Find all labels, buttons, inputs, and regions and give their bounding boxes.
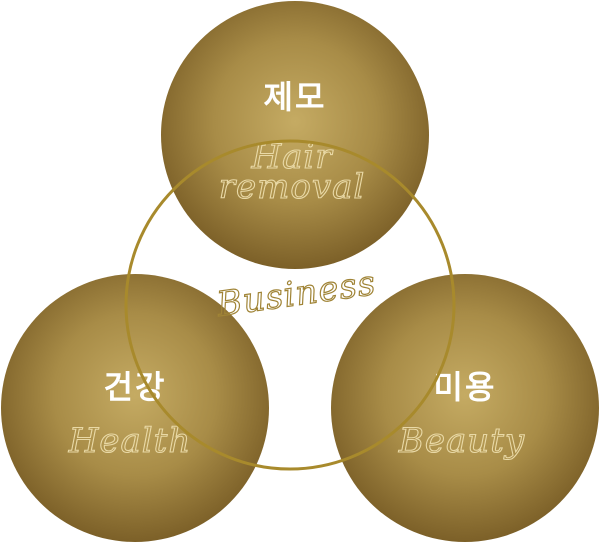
health-circle (1, 274, 269, 542)
hair-removal-circle (161, 1, 429, 269)
health-title-en: Health (68, 421, 191, 461)
business-center-label: Business (213, 263, 378, 325)
beauty-title-en: Beauty (398, 421, 525, 461)
beauty-title-ko: 미용 (434, 368, 497, 406)
beauty-circle (331, 274, 599, 542)
business-ring (124, 139, 456, 471)
hair-removal-title-en-line2: removal (219, 167, 365, 207)
node-beauty: 미용 Beauty (331, 274, 599, 542)
hair-removal-title-ko: 제모 (264, 78, 327, 116)
node-health: 건강 Health (1, 274, 269, 542)
node-hair-removal: 제모 Hair removal (161, 1, 429, 269)
